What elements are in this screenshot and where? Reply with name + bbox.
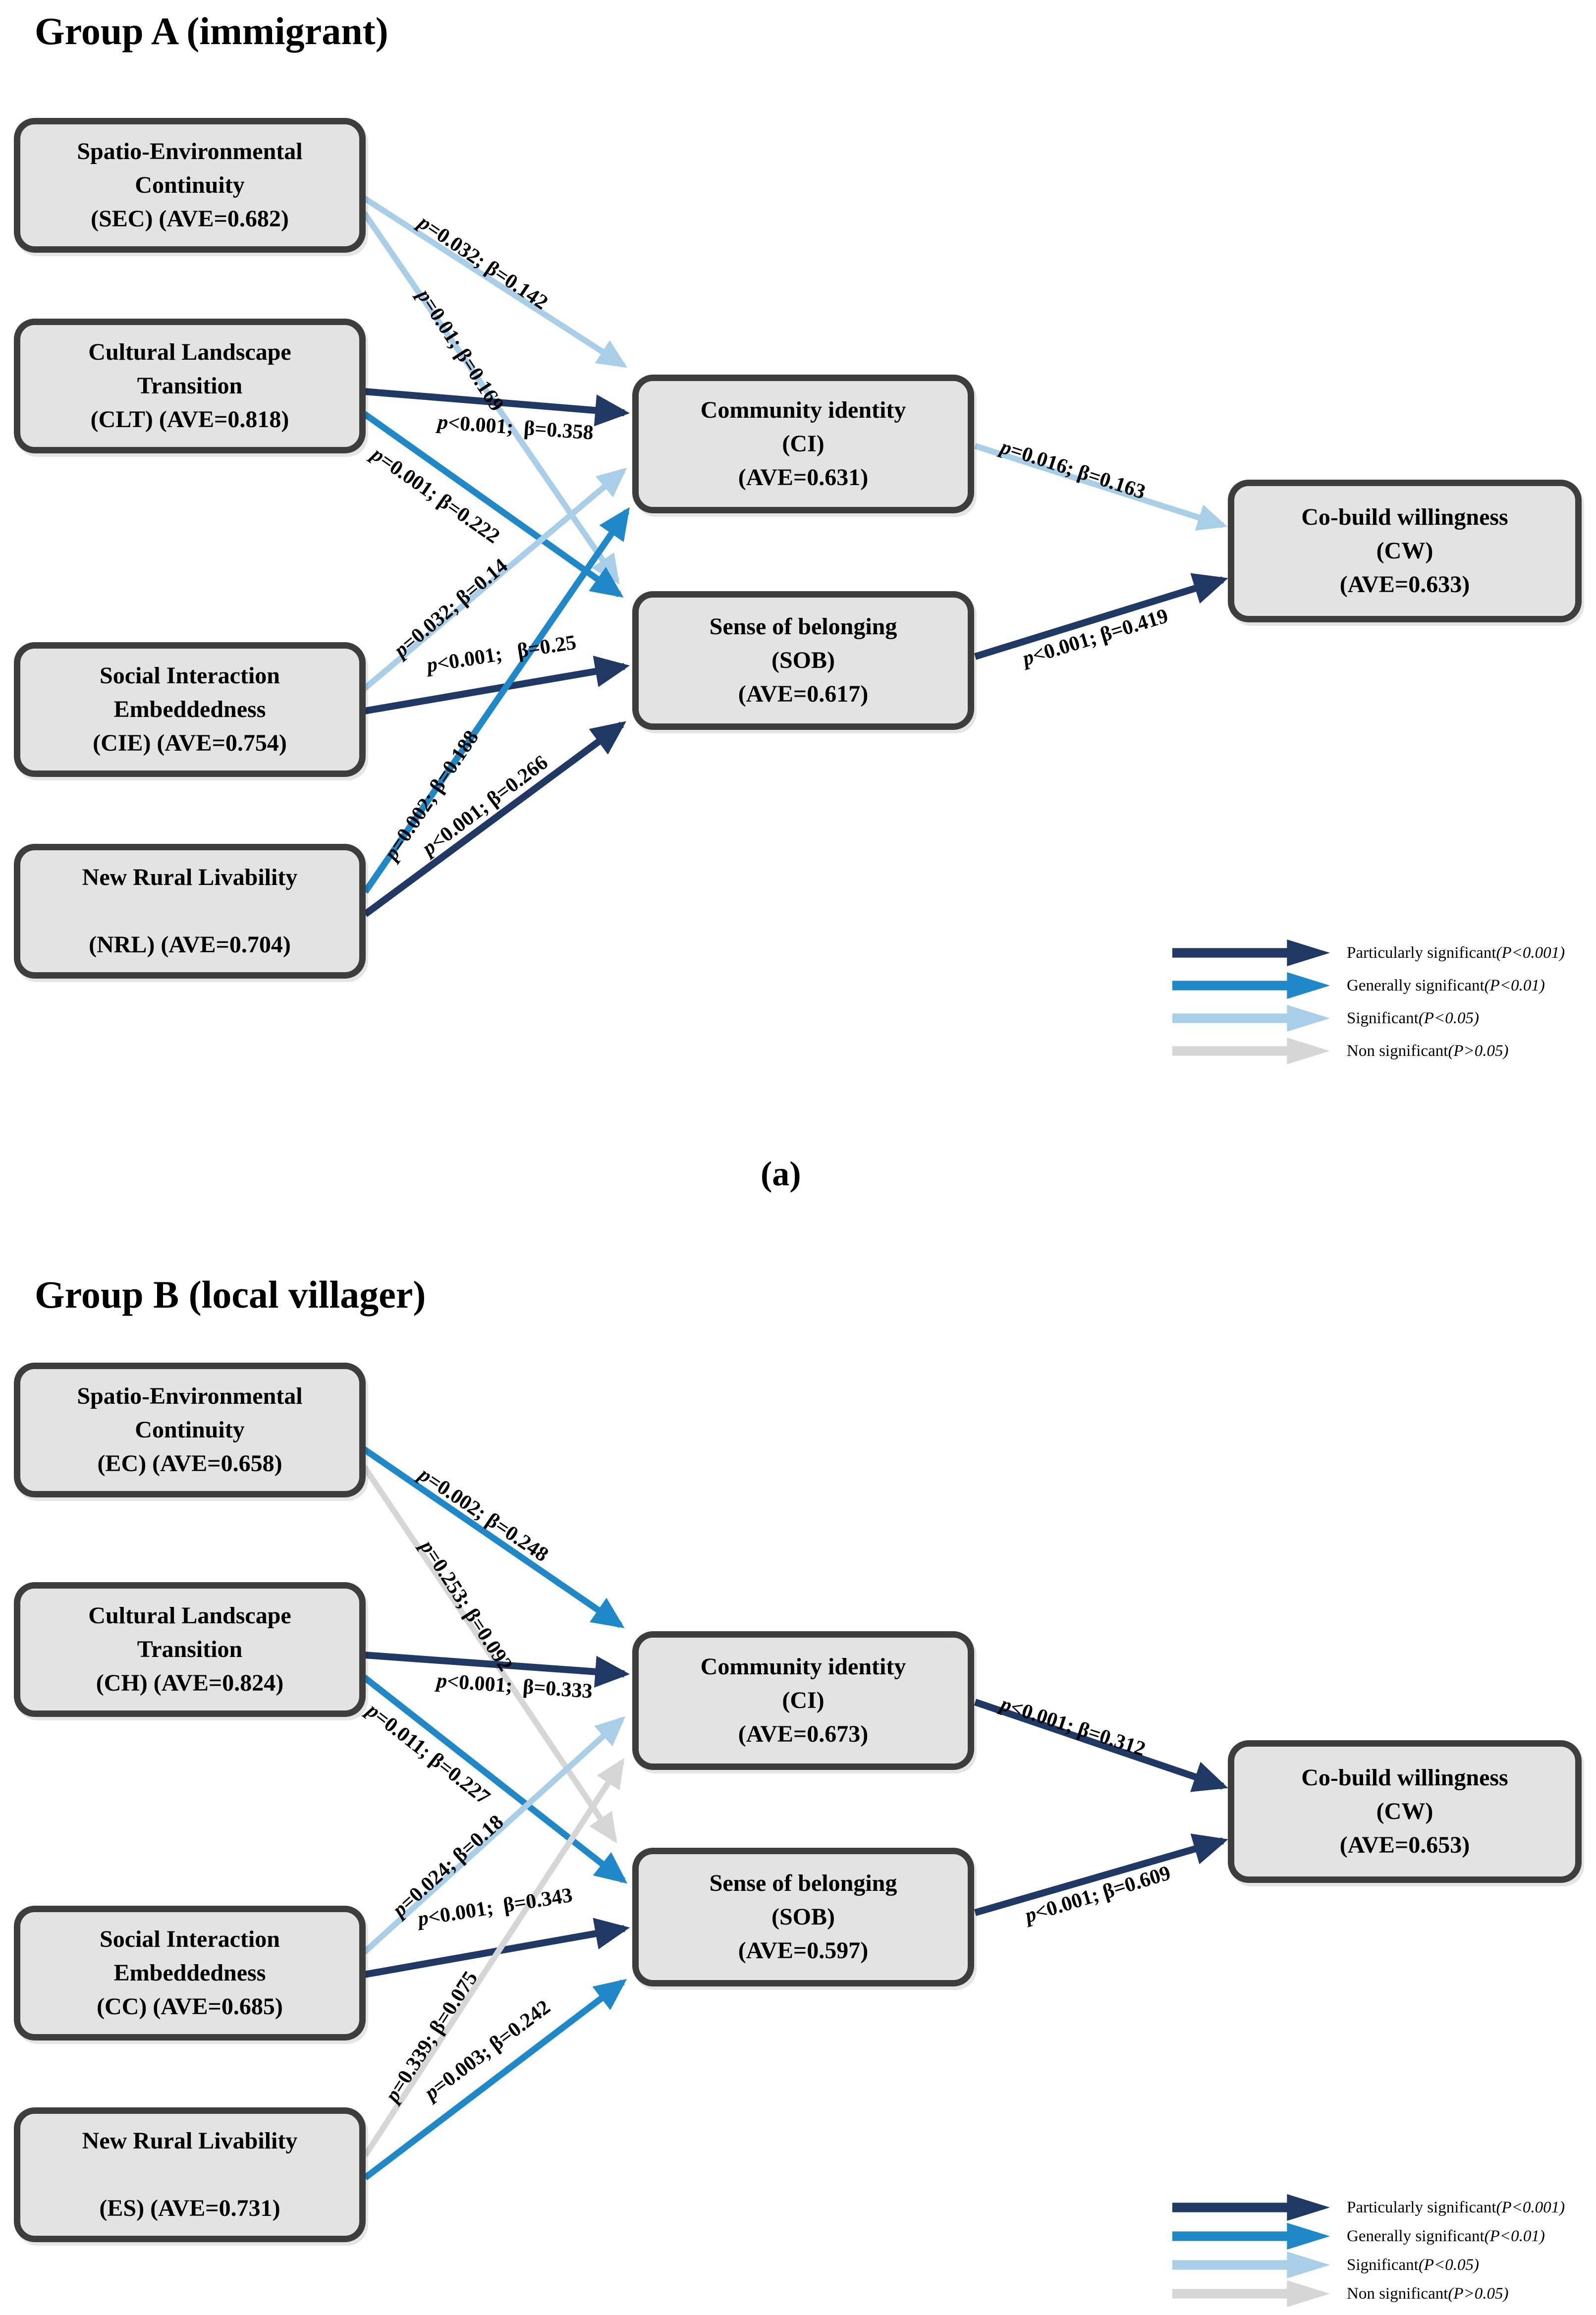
legend-condition: (P>0.05) [1448,1042,1509,1060]
node-b-cw: Co-build willingness (CW) (AVE=0.653) [1228,1740,1582,1883]
legend-condition: (P<0.001) [1496,943,1565,962]
node-a-sob: Sense of belonging (SOB) (AVE=0.617) [632,591,974,730]
group-b-title: Group B (local villager) [35,1273,426,1316]
legend-label: Particularly significant [1347,943,1496,962]
legend-condition: (P<0.01) [1484,976,1545,994]
legend-arrow-particularly-significant-icon [1172,2194,1330,2221]
legend-condition: (P<0.01) [1484,2227,1545,2245]
legend-arrow-generally-significant-icon [1172,2223,1330,2250]
legend-label: Significant [1347,2256,1419,2274]
arrow-sec-to-sob [362,211,620,585]
arrow-sob-to-cw [974,573,1228,660]
legend-arrow-generally-significant-icon [1172,972,1330,999]
arrow-cie-to-ci [362,467,627,691]
node-b-cc: Social Interaction Embeddedness (CC) (AV… [14,1906,366,2040]
arrow-cc-to-ci [362,1716,626,1955]
legend-label: Non significant [1347,2284,1448,2303]
legend-group-b: Particularly significant(P<0.001) Genera… [1169,2194,1565,2307]
legend-item-generally-significant: Generally significant(P<0.01) [1169,2223,1565,2250]
legend-item-generally-significant: Generally significant(P<0.01) [1169,972,1565,999]
node-b-ec: Spatio-Environmental Continuity (EC) (AV… [14,1363,366,1497]
node-a-ci: Community identity (CI) (AVE=0.631) [632,375,974,513]
node-a-cw: Co-build willingness (CW) (AVE=0.633) [1228,480,1582,622]
legend-item-particularly-significant: Particularly significant(P<0.001) [1169,939,1565,966]
arrow-ch-to-sob [362,1674,628,1884]
legend-label: Non significant [1347,1042,1448,1060]
legend-item-significant: Significant(P<0.05) [1169,2252,1565,2278]
legend-condition: (P<0.05) [1418,2256,1479,2274]
legend-arrow-particularly-significant-icon [1172,939,1330,966]
arrow-es-to-sob [363,1979,627,2181]
node-b-ch: Cultural Landscape Transition (CH) (AVE=… [14,1582,366,1717]
subfigure-label-a: (a) [761,1155,801,1193]
arrow-nrl-to-ci [362,507,630,894]
arrow-ec-to-sob [362,1465,617,1843]
legend-item-significant: Significant(P<0.05) [1169,1005,1565,1032]
node-b-ci: Community identity (CI) (AVE=0.673) [632,1631,974,1770]
legend-condition: (P>0.05) [1448,2284,1509,2303]
node-a-nrl: New Rural Livability (NRL) (AVE=0.704) [14,844,366,979]
node-a-cie: Social Interaction Embeddedness (CIE) (A… [14,642,366,777]
legend-label: Significant [1347,1009,1419,1027]
arrow-sob-to-cw-b [974,1833,1228,1916]
legend-condition: (P<0.05) [1418,1009,1479,1027]
arrow-ec-to-ci [362,1446,625,1628]
arrow-ci-to-cw-b [974,1699,1228,1792]
legend-arrow-significant-icon [1172,1005,1330,1032]
arrow-nrl-to-sob [363,721,627,917]
arrow-clt-to-ci [364,388,630,427]
node-b-sob: Sense of belonging (SOB) (AVE=0.597) [632,1848,974,1986]
arrow-clt-to-sob [362,411,624,598]
arrow-cie-to-sob [363,656,630,715]
node-b-es: New Rural Livability (ES) (AVE=0.731) [14,2107,366,2242]
group-a-title: Group A (immigrant) [35,9,388,53]
legend-label: Particularly significant [1347,2198,1496,2216]
arrow-ci-to-cw [974,443,1228,531]
legend-item-particularly-significant: Particularly significant(P<0.001) [1169,2194,1565,2221]
legend-group-a: Particularly significant(P<0.001) Genera… [1169,939,1565,1064]
legend-item-non-significant: Non significant(P>0.05) [1169,2280,1565,2307]
legend-arrow-non-significant-icon [1172,1038,1330,1064]
arrow-ch-to-ci [364,1652,630,1688]
legend-arrow-significant-icon [1172,2252,1330,2278]
arrow-es-to-ci [362,1758,625,2157]
node-a-sec: Spatio-Environmental Continuity (SEC) (A… [14,118,366,253]
node-a-clt: Cultural Landscape Transition (CLT) (AVE… [14,319,366,453]
legend-condition: (P<0.001) [1496,2198,1565,2216]
legend-item-non-significant: Non significant(P>0.05) [1169,1038,1565,1064]
legend-arrow-non-significant-icon [1172,2280,1330,2307]
legend-label: Generally significant [1347,976,1485,994]
legend-label: Generally significant [1347,2227,1485,2245]
arrow-sec-to-ci [362,195,628,368]
arrow-cc-to-sob [363,1918,630,1978]
